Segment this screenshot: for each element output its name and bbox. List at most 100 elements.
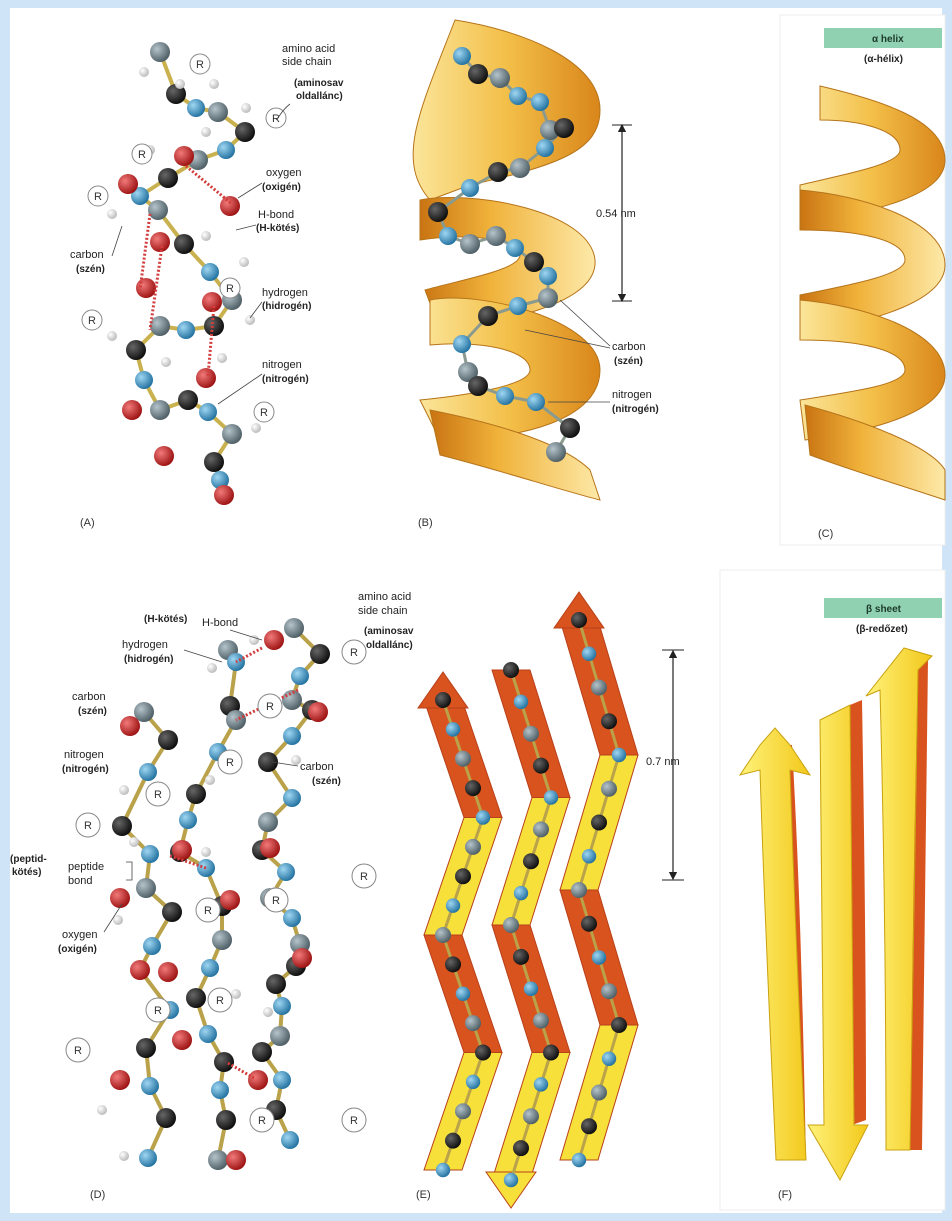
hydrogen-atom — [97, 1105, 107, 1115]
oxygen-atom — [110, 888, 130, 908]
panel-label-d: (D) — [90, 1189, 105, 1201]
carbon-atom — [478, 306, 498, 326]
carbon-atom — [435, 692, 451, 708]
r-group-label: R — [94, 191, 102, 203]
alpha-carbon-atom — [150, 42, 170, 62]
nitrogen-atom — [211, 1081, 229, 1099]
oxygen-atom — [154, 446, 174, 466]
nitrogen-atom — [461, 179, 479, 197]
nitrogen-atom — [592, 950, 606, 964]
oxygen-atom — [150, 232, 170, 252]
alpha-carbon-atom — [490, 68, 510, 88]
a-nitrogen-hu: (nitrogén) — [262, 374, 309, 385]
hydrogen-atom — [119, 785, 129, 795]
nitrogen-atom — [283, 727, 301, 745]
d-oxygen-en: oxygen — [62, 929, 97, 941]
carbon-atom — [571, 612, 587, 628]
hydrogen-atom — [161, 357, 171, 367]
f-badge-subtitle: (β-redőzet) — [856, 624, 908, 635]
carbon-atom — [235, 122, 255, 142]
carbon-atom — [543, 1045, 559, 1061]
alpha-carbon-atom — [435, 927, 451, 943]
nitrogen-atom — [544, 790, 558, 804]
nitrogen-atom — [446, 722, 460, 736]
alpha-carbon-atom — [208, 102, 228, 122]
oxygen-atom — [196, 368, 216, 388]
hydrogen-atom — [245, 315, 255, 325]
nitrogen-atom — [217, 141, 235, 159]
nitrogen-atom — [534, 1077, 548, 1091]
r-group-label: R — [350, 647, 358, 659]
hydrogen-atom — [251, 423, 261, 433]
nitrogen-atom — [612, 748, 626, 762]
nitrogen-atom — [509, 297, 527, 315]
carbon-atom — [156, 1108, 176, 1128]
hydrogen-atom — [129, 837, 139, 847]
nitrogen-atom — [436, 1163, 450, 1177]
nitrogen-atom — [514, 886, 528, 900]
carbon-atom — [445, 956, 461, 972]
r-group-label: R — [154, 1005, 162, 1017]
carbon-atom — [513, 1140, 529, 1156]
alpha-carbon-atom — [136, 878, 156, 898]
a-hydrogen-en: hydrogen — [262, 287, 308, 299]
oxygen-atom — [264, 630, 284, 650]
carbon-atom — [488, 162, 508, 182]
oxygen-atom — [220, 196, 240, 216]
carbon-atom — [112, 816, 132, 836]
hydrogen-atom — [207, 663, 217, 673]
d-oxygen-hu: (oxigén) — [58, 944, 97, 955]
hydrogen-atom — [201, 847, 211, 857]
oxygen-atom — [260, 838, 280, 858]
a-nitrogen-en: nitrogen — [262, 359, 302, 371]
r-group-label: R — [138, 149, 146, 161]
r-group-label: R — [258, 1115, 266, 1127]
nitrogen-atom — [283, 909, 301, 927]
carbon-atom — [158, 730, 178, 750]
oxygen-atom — [174, 146, 194, 166]
alpha-carbon-atom — [212, 930, 232, 950]
carbon-atom — [258, 752, 278, 772]
d-side-chain-hu-2: oldallánc) — [366, 640, 413, 651]
hydrogen-atom — [239, 257, 249, 267]
a-side-chain-hu-2: oldallánc) — [296, 91, 343, 102]
carbon-atom — [591, 815, 607, 831]
oxygen-atom — [120, 716, 140, 736]
nitrogen-atom — [602, 1052, 616, 1066]
carbon-atom — [216, 1110, 236, 1130]
oxygen-atom — [226, 1150, 246, 1170]
carbon-atom — [523, 853, 539, 869]
nitrogen-atom — [453, 335, 471, 353]
nitrogen-atom — [199, 1025, 217, 1043]
nitrogen-atom — [179, 811, 197, 829]
r-group-label: R — [226, 283, 234, 295]
nitrogen-atom — [509, 87, 527, 105]
carbon-atom — [455, 868, 471, 884]
carbon-atom — [445, 1133, 461, 1149]
d-hbond-hu: (H-kötés) — [144, 614, 187, 625]
nitrogen-atom — [456, 987, 470, 1001]
oxygen-atom — [214, 485, 234, 505]
carbon-atom — [158, 168, 178, 188]
hydrogen-atom — [217, 353, 227, 363]
alpha-carbon-atom — [523, 1108, 539, 1124]
nitrogen-atom — [572, 1153, 586, 1167]
d-hydrogen-en: hydrogen — [122, 639, 168, 651]
e-distance-label: 0.7 nm — [646, 756, 680, 768]
d-carbon-hu: (szén) — [78, 706, 107, 717]
alpha-carbon-atom — [282, 690, 302, 710]
r-group-label: R — [350, 1115, 358, 1127]
alpha-carbon-atom — [510, 158, 530, 178]
nitrogen-atom — [283, 789, 301, 807]
alpha-carbon-atom — [523, 726, 539, 742]
nitrogen-atom — [177, 321, 195, 339]
alpha-carbon-atom — [546, 442, 566, 462]
nitrogen-atom — [536, 139, 554, 157]
r-group-label: R — [204, 905, 212, 917]
nitrogen-atom — [582, 849, 596, 863]
nitrogen-atom — [582, 647, 596, 661]
nitrogen-atom — [539, 267, 557, 285]
oxygen-atom — [130, 960, 150, 980]
alpha-carbon-atom — [270, 1026, 290, 1046]
a-hbond-en: H-bond — [258, 209, 294, 221]
